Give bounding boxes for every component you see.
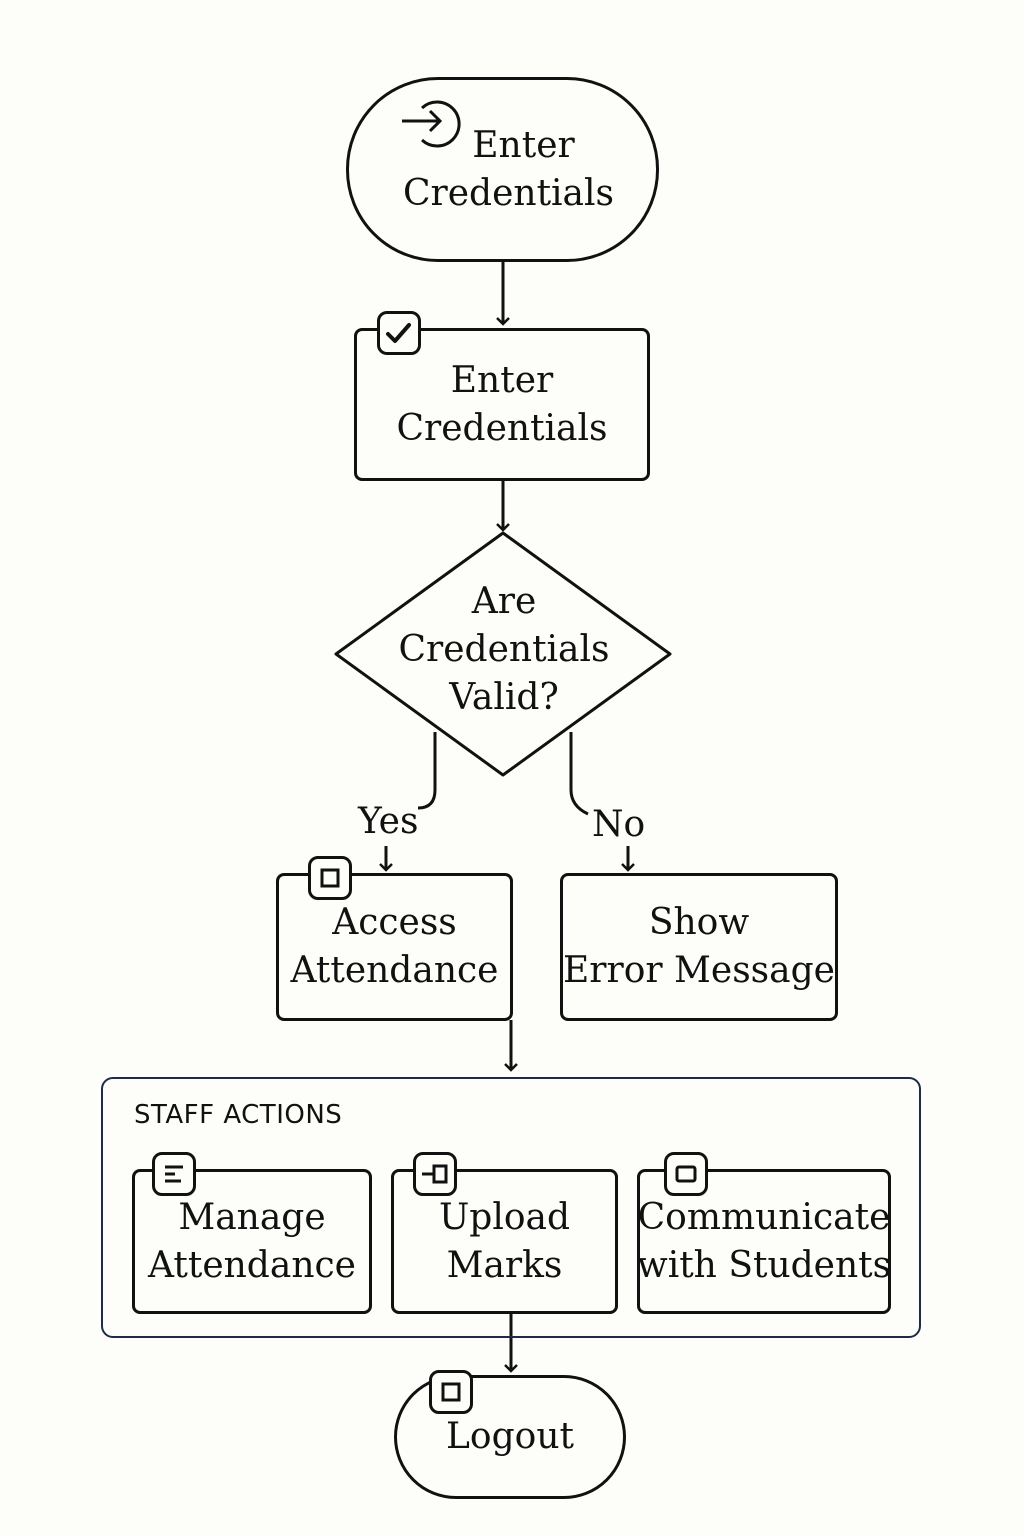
manage-attendance-line-2: Attendance [148,1244,356,1286]
show-error-line-2: Error Message [563,950,835,991]
decision-node: Are Credentials Valid? [384,575,624,725]
access-attendance-line-1: Access [332,902,457,943]
access-attendance-node: Access Attendance [276,873,513,1021]
manage-attendance-line-1: Manage [178,1196,326,1238]
edge-yes [417,732,437,810]
decision-line-3: Valid? [449,677,559,718]
communicate-line-2: with Students [636,1244,892,1286]
edge-no [569,732,589,816]
upload-marks-line-2: Marks [446,1244,563,1286]
show-error-message-node: Show Error Message [560,873,838,1021]
enter-credentials-line-1: Enter [450,359,554,401]
yes-label: Yes [358,801,419,842]
decision-line-1: Are [471,581,537,622]
square-icon [664,1152,708,1196]
start-node-line-1: Enter [472,124,575,166]
communicate-line-1: Communicate [637,1196,891,1238]
no-label: No [592,804,646,845]
decision-line-2: Credentials [398,629,610,670]
decision-diamond [334,531,672,777]
checkbox-check-icon [377,311,421,355]
access-attendance-line-2: Attendance [290,950,499,991]
staff-actions-title: STAFF ACTIONS [134,1100,343,1130]
start-node: Enter Credentials [346,77,659,262]
key-slot-icon [413,1152,457,1196]
upload-marks-line-1: Upload [438,1196,571,1238]
logout-label: Logout [446,1416,574,1457]
login-arrow-icon [400,98,464,150]
communicate-with-students-node: Communicate with Students [637,1169,891,1314]
square-icon [308,856,352,900]
staff-actions-group [101,1077,921,1338]
start-node-line-2: Credentials [402,172,615,214]
enter-credentials-line-2: Credentials [396,407,608,449]
list-icon [152,1152,196,1196]
square-icon [429,1370,473,1414]
show-error-line-1: Show [648,902,750,943]
